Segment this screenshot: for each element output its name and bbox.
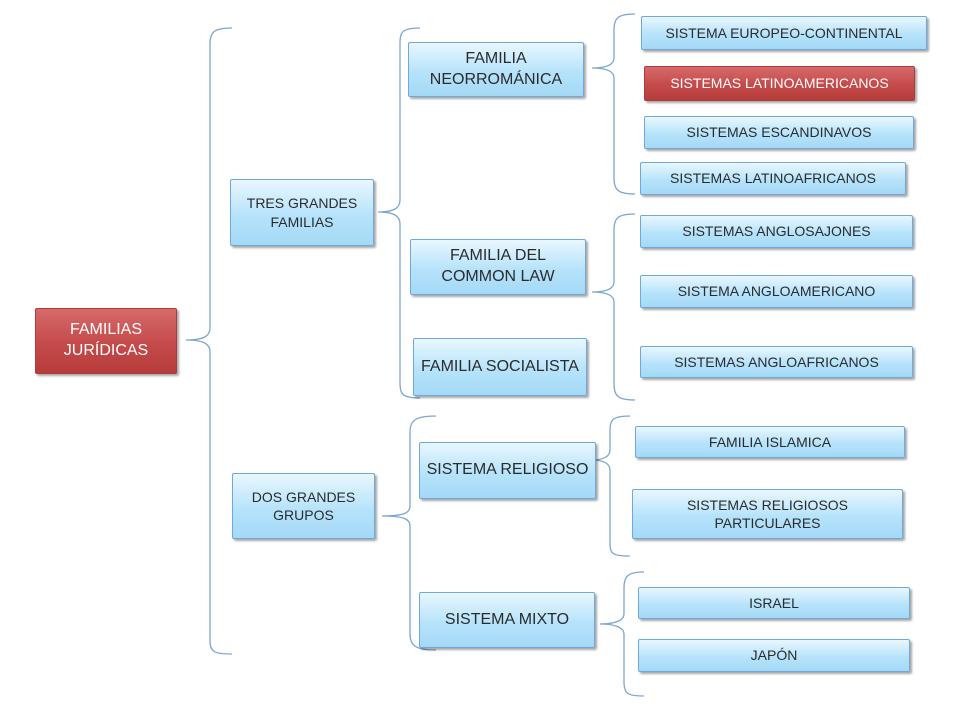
japon-node: JAPÓN bbox=[638, 639, 910, 672]
familia-socialista-node: FAMILIA SOCIALISTA bbox=[413, 338, 587, 396]
sistemas-anglosajones-node: SISTEMAS ANGLOSAJONES bbox=[640, 215, 913, 248]
familia-neorromanica-node: FAMILIA NEORROMÁNICA bbox=[408, 42, 584, 97]
sistemas-escandinavos-node: SISTEMAS ESCANDINAVOS bbox=[644, 116, 914, 149]
sistemas-latinoamericanos-node: SISTEMAS LATINOAMERICANOS bbox=[644, 66, 915, 101]
sistema-mixto-node: SISTEMA MIXTO bbox=[419, 592, 595, 648]
israel-node: ISRAEL bbox=[638, 587, 910, 619]
dos-grandes-bracket bbox=[381, 415, 437, 651]
root-node: FAMILIAS JURÍDICAS bbox=[35, 308, 177, 374]
common-law-bracket bbox=[591, 213, 636, 401]
neorromanica-bracket bbox=[591, 13, 636, 195]
dos-grandes-grupos-node: DOS GRANDES GRUPOS bbox=[232, 473, 375, 539]
familia-common-law-node: FAMILIA DEL COMMON LAW bbox=[410, 239, 586, 295]
root-bracket bbox=[185, 27, 233, 655]
religioso-bracket bbox=[591, 415, 631, 557]
sistema-angloamericano-node: SISTEMA ANGLOAMERICANO bbox=[640, 275, 913, 308]
familia-islamica-node: FAMILIA ISLAMICA bbox=[635, 426, 905, 458]
tres-grandes-familias-node: TRES GRANDES FAMILIAS bbox=[230, 179, 374, 246]
sistema-religioso-node: SISTEMA RELIGIOSO bbox=[419, 442, 596, 499]
sistemas-latinoafricanos-node: SISTEMAS LATINOAFRICANOS bbox=[640, 162, 906, 195]
sistema-europeo-continental-node: SISTEMA EUROPEO-CONTINENTAL bbox=[641, 16, 927, 50]
sistemas-religiosos-particulares-node: SISTEMAS RELIGIOSOS PARTICULARES bbox=[632, 489, 903, 539]
tres-grandes-bracket bbox=[377, 27, 421, 399]
sistemas-angloafricanos-node: SISTEMAS ANGLOAFRICANOS bbox=[640, 346, 913, 378]
mixto-bracket bbox=[599, 571, 645, 697]
